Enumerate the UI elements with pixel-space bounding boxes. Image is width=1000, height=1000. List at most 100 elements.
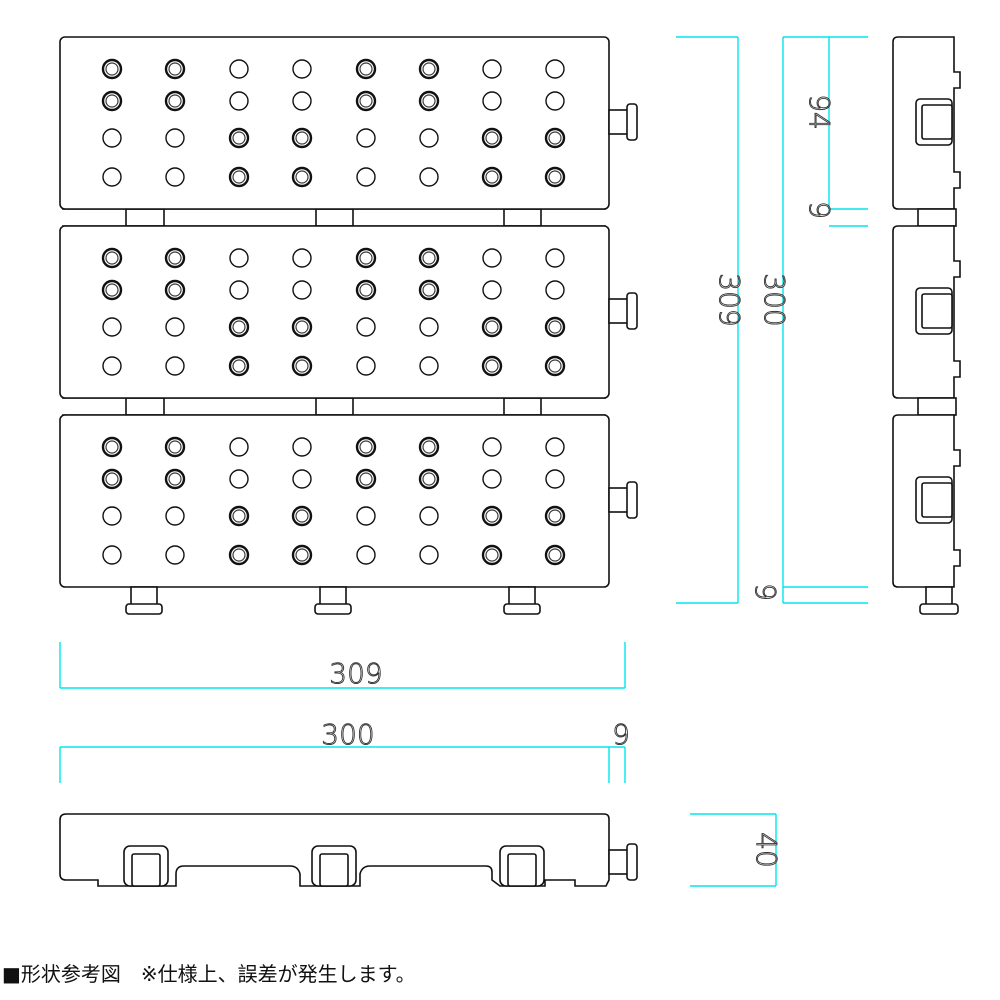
drain-hole	[292, 91, 312, 111]
drain-hole-inner-ring	[105, 94, 119, 108]
tile-panel-3	[59, 414, 610, 588]
drain-hole	[482, 437, 502, 457]
top-view	[59, 36, 638, 615]
drain-hole	[482, 280, 502, 300]
drain-hole	[356, 356, 376, 376]
drain-hole	[419, 356, 439, 376]
dimension-labels: 309 300 94 9 9 309 300 9 40	[321, 94, 837, 869]
drain-hole-inner-ring	[548, 131, 562, 145]
dim-9-top: 9	[803, 201, 836, 219]
side-pin-2	[608, 292, 638, 330]
drain-hole-inner-ring	[548, 509, 562, 523]
drain-hole-inner-ring	[232, 320, 246, 334]
drain-hole	[229, 59, 249, 79]
drain-hole-inner-ring	[485, 320, 499, 334]
drain-hole-inner-ring	[422, 251, 436, 265]
drain-hole	[102, 317, 122, 337]
drain-hole-inner-ring	[485, 359, 499, 373]
drain-hole-inner-ring	[295, 320, 309, 334]
drain-hole	[545, 280, 565, 300]
dim-300-vertical: 300	[758, 273, 791, 326]
dim-300-horizontal: 300	[321, 718, 374, 751]
drain-hole	[545, 469, 565, 489]
drain-hole-inner-ring	[232, 170, 246, 184]
drain-hole-inner-ring	[295, 170, 309, 184]
drain-hole-inner-ring	[105, 62, 119, 76]
drain-hole	[356, 506, 376, 526]
drain-hole	[165, 128, 185, 148]
drain-hole	[292, 437, 312, 457]
drain-hole-inner-ring	[105, 472, 119, 486]
dim-94: 94	[803, 94, 836, 130]
drain-hole	[545, 437, 565, 457]
drain-hole	[292, 469, 312, 489]
drain-hole	[292, 59, 312, 79]
drain-hole	[102, 167, 122, 187]
drain-hole	[419, 128, 439, 148]
drain-hole	[545, 91, 565, 111]
drain-hole	[229, 437, 249, 457]
dimension-lines	[59, 36, 868, 887]
dim-309-horizontal: 309	[329, 657, 382, 690]
drain-hole	[102, 545, 122, 565]
drain-hole-inner-ring	[105, 440, 119, 454]
drain-hole	[229, 469, 249, 489]
front-view	[59, 813, 638, 887]
drain-hole	[419, 317, 439, 337]
drain-hole-inner-ring	[295, 509, 309, 523]
drain-hole	[545, 248, 565, 268]
drain-hole-inner-ring	[485, 170, 499, 184]
drain-hole-inner-ring	[359, 472, 373, 486]
drain-hole	[165, 545, 185, 565]
drain-hole-inner-ring	[295, 548, 309, 562]
side-pin-3	[608, 481, 638, 519]
bottom-pin-1	[125, 586, 163, 615]
drain-hole-inner-ring	[548, 359, 562, 373]
dim-9-horizontal: 9	[612, 718, 630, 751]
drain-hole-inner-ring	[548, 320, 562, 334]
hole-grid	[101, 58, 566, 566]
drain-hole	[419, 545, 439, 565]
dim-40: 40	[750, 832, 783, 868]
drain-hole-inner-ring	[422, 94, 436, 108]
dim-9-bottom: 9	[749, 583, 782, 601]
drain-hole-inner-ring	[485, 548, 499, 562]
dim-309-vertical: 309	[713, 273, 746, 326]
drain-hole	[292, 280, 312, 300]
drain-hole-inner-ring	[359, 283, 373, 297]
panel-connector-row-2	[62, 397, 606, 416]
drain-hole	[419, 506, 439, 526]
drain-hole	[102, 128, 122, 148]
drain-hole-inner-ring	[232, 359, 246, 373]
drain-hole	[102, 356, 122, 376]
drain-hole-inner-ring	[485, 131, 499, 145]
drain-hole-inner-ring	[232, 131, 246, 145]
drain-hole-inner-ring	[422, 283, 436, 297]
drain-hole	[292, 248, 312, 268]
drain-hole	[165, 356, 185, 376]
drain-hole	[356, 317, 376, 337]
drain-hole-inner-ring	[232, 548, 246, 562]
drain-hole-inner-ring	[359, 62, 373, 76]
drain-hole-inner-ring	[548, 170, 562, 184]
drain-hole	[545, 59, 565, 79]
drain-hole-inner-ring	[168, 472, 182, 486]
drain-hole-inner-ring	[168, 251, 182, 265]
drain-hole-inner-ring	[548, 548, 562, 562]
drain-hole-inner-ring	[168, 283, 182, 297]
drain-hole	[229, 280, 249, 300]
drain-hole-inner-ring	[232, 509, 246, 523]
drain-hole	[229, 248, 249, 268]
drain-hole-inner-ring	[105, 283, 119, 297]
drain-hole-inner-ring	[422, 62, 436, 76]
drawing-caption: ■形状参考図 ※仕様上、誤差が発生します。	[2, 962, 416, 986]
drain-hole	[102, 506, 122, 526]
drain-hole	[419, 167, 439, 187]
bottom-pin-3	[503, 586, 541, 615]
drain-hole-inner-ring	[359, 440, 373, 454]
drain-hole-inner-ring	[422, 472, 436, 486]
drain-hole-inner-ring	[168, 440, 182, 454]
right-side-view	[892, 36, 961, 615]
tile-panel-2	[59, 225, 610, 399]
drain-hole-inner-ring	[168, 62, 182, 76]
